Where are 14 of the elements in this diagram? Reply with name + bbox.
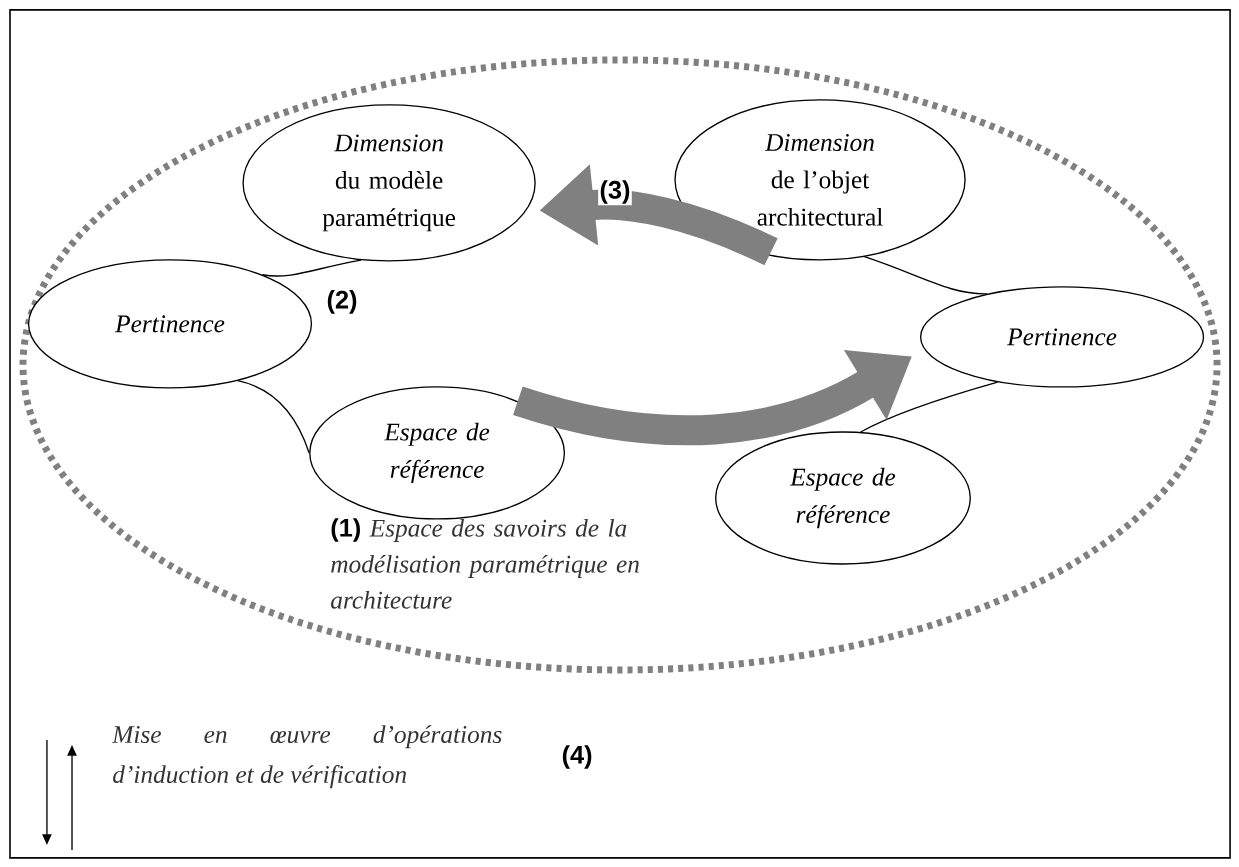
ellipse-node: Espace de référence [715, 431, 971, 565]
callout-number: (4) [562, 745, 592, 769]
legend-text: Mise en œuvre d’opérations d’induction et de vérification [112, 725, 502, 789]
connector-line [237, 380, 310, 454]
connector-line [863, 256, 989, 295]
ellipse-label: (1) Espace des savoirs de la modélisation paramétrique en architecture [331, 518, 639, 609]
edge-label: (3) [598, 178, 632, 206]
ellipse-node: Dimension de l’objet architectural [674, 99, 966, 261]
edge-label: (2) [325, 288, 359, 316]
ellipse-node: Pertinence [27, 259, 313, 389]
ellipse-node: Pertinence [919, 286, 1205, 388]
connector-line [261, 259, 362, 277]
connector-line [860, 381, 999, 433]
ellipse-node: Dimension du modèle paramétrique [242, 104, 536, 262]
